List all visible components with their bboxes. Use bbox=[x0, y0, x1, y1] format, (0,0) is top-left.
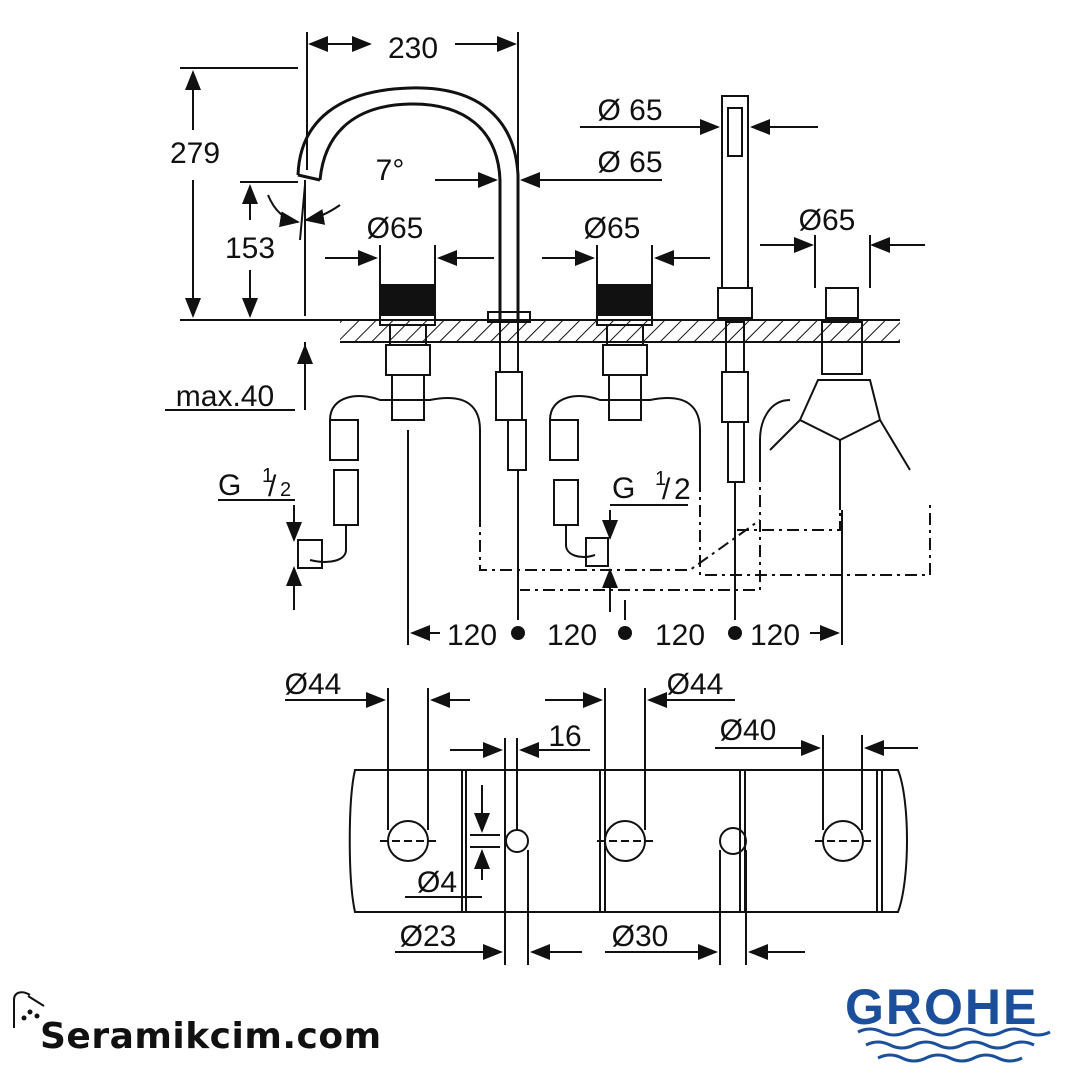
drawing-lines bbox=[165, 32, 931, 965]
dim-hole-dia-d: Ø23 bbox=[400, 920, 457, 953]
watermark-text: Seramikcim.com bbox=[40, 1016, 382, 1057]
spacing-dots bbox=[511, 626, 742, 640]
dim-spout-angle: 7° bbox=[376, 154, 405, 187]
shower-head-icon bbox=[13, 991, 45, 1028]
dim-max-thickness: max.40 bbox=[176, 380, 274, 413]
dim-thread-mid-num: 1 bbox=[655, 468, 666, 490]
dim-dia-spout: Ø 65 bbox=[597, 146, 662, 179]
dim-hole-dia-c: Ø40 bbox=[720, 714, 777, 747]
dim-pin-offset: 16 bbox=[548, 720, 581, 753]
dim-spacing-1: 120 bbox=[447, 619, 497, 652]
dim-thread-left-slash: / bbox=[268, 470, 277, 503]
dim-pin-dia: Ø4 bbox=[417, 866, 457, 899]
dim-thread-left-num: 1 bbox=[262, 465, 273, 487]
grohe-water-waves-icon bbox=[857, 1027, 1051, 1063]
dim-hole-dia-e: Ø30 bbox=[612, 920, 669, 953]
dim-thread-left-den: 2 bbox=[280, 479, 291, 501]
dim-hole-dia-b: Ø44 bbox=[667, 668, 724, 701]
dim-spacing-2: 120 bbox=[547, 619, 597, 652]
dim-dia-handle-mid: Ø65 bbox=[584, 212, 641, 245]
dim-dia-handle-left: Ø65 bbox=[367, 212, 424, 245]
dim-height-total: 279 bbox=[170, 137, 220, 170]
dim-spout-reach: 230 bbox=[388, 32, 438, 65]
dim-thread-mid-slash: / bbox=[662, 473, 671, 506]
dim-spacing-4: 120 bbox=[750, 619, 800, 652]
dim-dia-handshower: Ø 65 bbox=[597, 94, 662, 127]
brand-logo: GROHE bbox=[845, 979, 1039, 1035]
dim-thread-left: G bbox=[218, 469, 241, 502]
dim-hole-dia-a: Ø44 bbox=[285, 668, 342, 701]
dim-dia-diverter: Ø65 bbox=[799, 204, 856, 237]
dim-spacing-3: 120 bbox=[655, 619, 705, 652]
dim-thread-mid: G bbox=[612, 472, 635, 505]
dim-thread-mid-den: 2 bbox=[674, 473, 691, 506]
dim-height-spout: 153 bbox=[225, 232, 275, 265]
